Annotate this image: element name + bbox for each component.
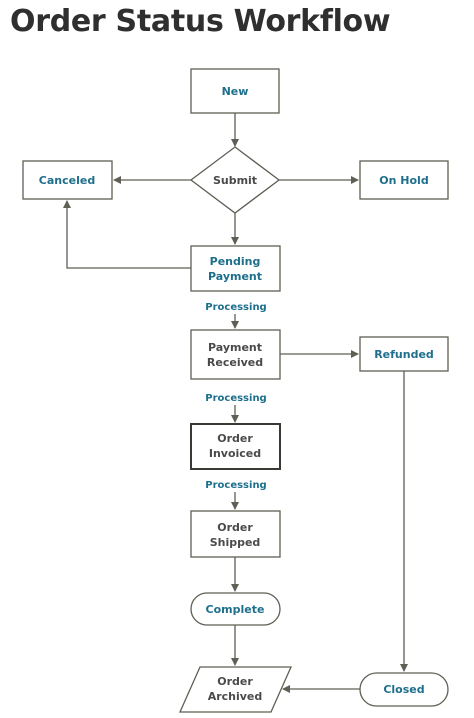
node-submit: Submit [189,146,281,214]
connectors [63,113,408,693]
node-payment-received: Payment Received [190,329,281,380]
node-canceled: Canceled [22,160,113,200]
node-order-archived-label-line1: Order [217,675,253,688]
node-on-hold-label: On Hold [379,174,428,187]
node-closed-label: Closed [383,683,424,696]
node-payment-received-label-line2: Received [207,356,263,369]
node-on-hold: On Hold [359,160,449,200]
node-pending-payment-label-line2: Payment [208,270,262,283]
node-closed: Closed [359,672,449,707]
edge-label-received-to-invoiced: Processing [205,393,266,404]
edge-label-pending-to-received: Processing [205,302,266,313]
node-pending-payment-label-line1: Pending [210,255,261,268]
node-order-archived: Order Archived [178,666,293,713]
node-canceled-label: Canceled [39,174,95,187]
node-order-shipped: Order Shipped [190,510,281,558]
node-refunded-label: Refunded [374,348,434,361]
node-complete-label: Complete [206,603,265,616]
node-pending-payment: Pending Payment [190,245,281,292]
node-order-archived-label-line2: Archived [208,690,263,703]
edge-label-invoiced-to-shipped: Processing [205,480,266,491]
node-new-label: New [222,85,249,98]
arrow-pending-payment-to-canceled [63,200,191,269]
node-submit-label: Submit [213,174,257,187]
node-order-shipped-label-line2: Shipped [210,536,261,549]
node-order-invoiced-label-line1: Order [217,432,253,445]
node-order-invoiced-label-line2: Invoiced [209,447,261,460]
page-title: Order Status Workflow [10,4,391,39]
node-order-shipped-label-line1: Order [217,521,253,534]
edge-labels: Processing Processing Processing [204,298,268,492]
node-complete: Complete [190,592,281,626]
node-new: New [190,68,280,114]
node-refunded: Refunded [359,336,449,372]
node-order-invoiced: Order Invoiced [190,423,281,470]
node-payment-received-label-line1: Payment [208,341,262,354]
